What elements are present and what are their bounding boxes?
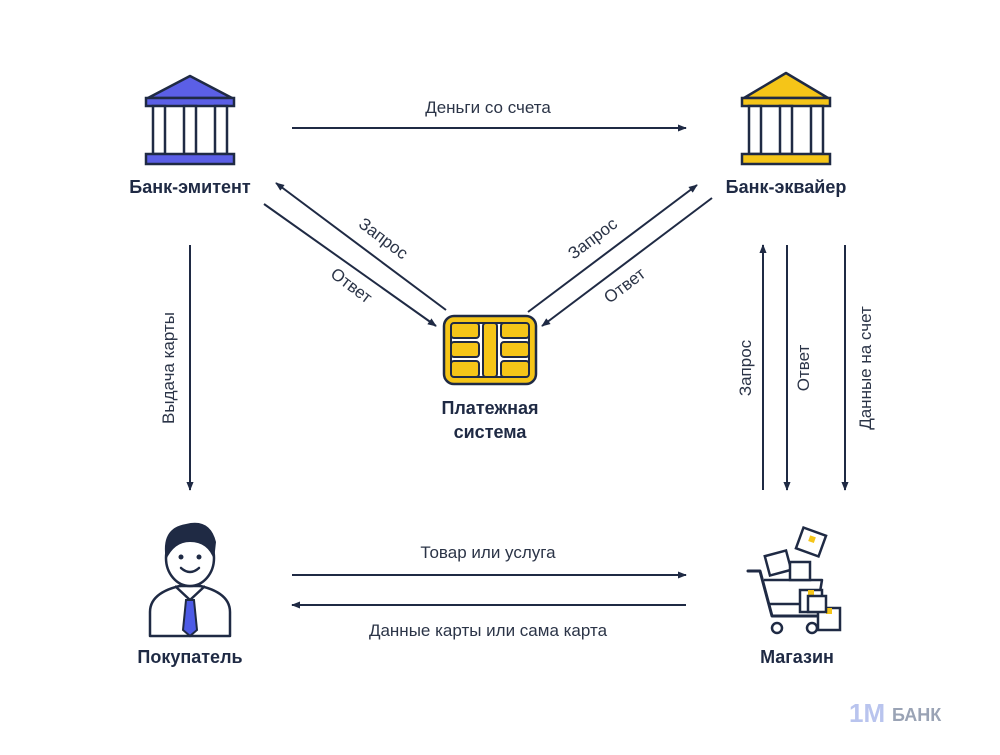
acquirer-bank-icon	[740, 71, 832, 166]
acquirer-response-arrow	[541, 197, 713, 327]
issuer-response-arrow	[263, 203, 437, 327]
payment-system-label-line2: система	[454, 422, 528, 442]
card-issue-label: Выдача карты	[159, 312, 178, 424]
shopping-cart-icon	[746, 525, 842, 635]
money-label: Деньги со счета	[425, 98, 551, 117]
acquirer-request-label: Запрос	[564, 214, 621, 263]
issuer-bank-label: Банк-эмитент	[129, 177, 251, 197]
goods-label: Товар или услуга	[420, 543, 556, 562]
acquirer-bank-label: Банк-эквайер	[726, 177, 847, 197]
issuer-response-label: Ответ	[327, 264, 376, 307]
card-data-label: Данные карты или сама карта	[369, 621, 608, 640]
watermark-number: 1M	[849, 698, 885, 728]
watermark-text: БАНК	[892, 705, 942, 725]
payment-system-label-line1: Платежная	[441, 398, 538, 418]
chip-icon	[442, 314, 538, 386]
shop-response-label: Ответ	[794, 345, 813, 392]
buyer-label: Покупатель	[137, 647, 242, 667]
shop-account-label: Данные на счет	[856, 306, 875, 430]
acquirer-request-arrow	[527, 184, 698, 313]
watermark-logo: 1M БАНК	[849, 698, 942, 728]
buyer-icon	[148, 522, 232, 638]
issuer-bank-icon	[144, 74, 236, 166]
shop-label: Магазин	[760, 647, 834, 667]
issuer-request-label: Запрос	[355, 214, 412, 263]
acquirer-response-label: Ответ	[600, 264, 649, 307]
issuer-request-arrow	[275, 182, 447, 311]
shop-request-label: Запрос	[736, 339, 755, 396]
